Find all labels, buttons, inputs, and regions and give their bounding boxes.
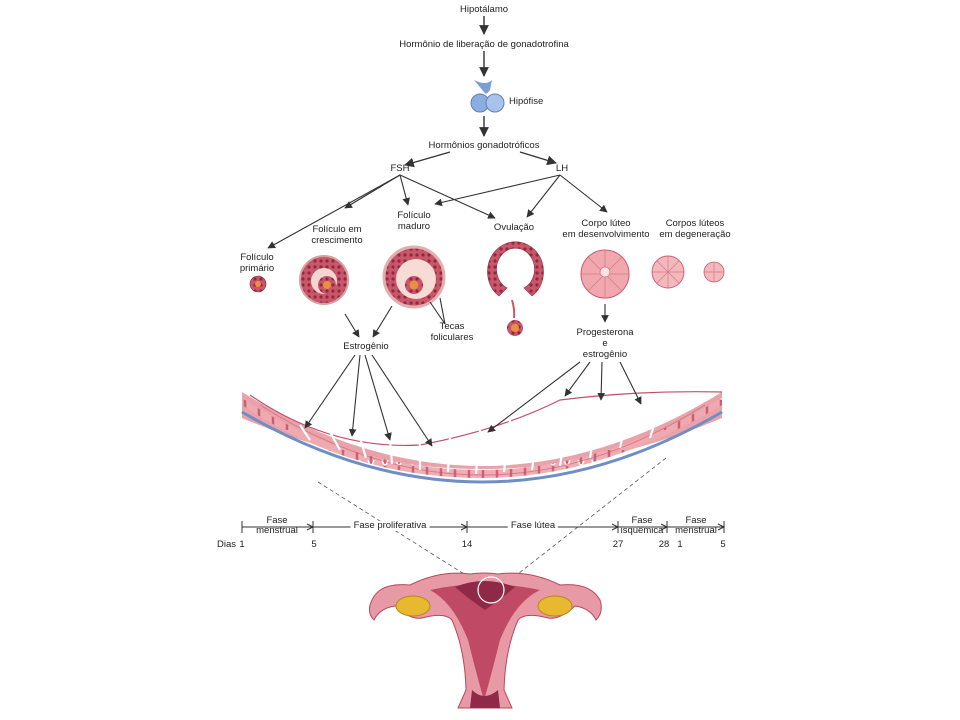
- primary-follicle-line-1: Folículo: [240, 252, 274, 263]
- day-tick-5b: 5: [720, 539, 726, 550]
- primary-follicle-label: Folículo primário: [240, 252, 274, 274]
- fsh-label: FSH: [390, 163, 410, 174]
- thecae-line-2: foliculares: [430, 332, 474, 343]
- phase-proliferative: Fase proliferativa: [350, 521, 430, 531]
- phase-ischemic: Fase isquêmica: [621, 516, 664, 536]
- phase-menstrual-2-line-1: Fase: [685, 515, 707, 526]
- corpus-luteum-deg-line-1: Corpos lúteos: [665, 218, 725, 229]
- phase-menstrual-1-line-1: Fase: [266, 515, 288, 526]
- pituitary-label: Hipófise: [509, 96, 544, 107]
- corpus-luteum-deg-label: Corpos lúteos em degeneração: [659, 218, 730, 240]
- day-tick-1b: 1: [677, 539, 683, 550]
- corpus-luteum-dev-line-2: em desenvolvimento: [562, 229, 650, 240]
- progesterone-line-2: e: [602, 338, 608, 349]
- growing-follicle-line-1: Folículo em: [312, 224, 362, 235]
- projection-lines: [317, 457, 667, 585]
- follicle-series: [249, 241, 725, 336]
- corpus-luteum-deg-line-2: em degeneração: [659, 229, 731, 240]
- growing-follicle: [299, 255, 349, 305]
- phase-menstrual-1: Fase menstrual: [256, 516, 298, 536]
- ovulation-label: Ovulação: [493, 222, 535, 233]
- progesterone-label: Progesterona e estrogênio: [576, 327, 633, 360]
- phase-ischemic-line-2: isquêmica: [620, 525, 664, 536]
- day-tick-1: 1: [239, 539, 245, 550]
- hypothalamus-label: Hipotálamo: [459, 4, 509, 15]
- corpus-luteum-dev-line-1: Corpo lúteo: [581, 218, 631, 229]
- day-tick-27: 27: [612, 539, 624, 550]
- corpus-luteum-dev-label: Corpo lúteo em desenvolvimento: [562, 218, 649, 240]
- growing-follicle-line-2: crescimento: [311, 235, 363, 246]
- gnrh-label: Hormônio de liberação de gonadotrofina: [399, 39, 569, 50]
- phase-ischemic-line-1: Fase: [631, 515, 653, 526]
- primary-follicle-line-2: primário: [239, 263, 275, 274]
- growing-follicle-label: Folículo em crescimento: [311, 224, 362, 246]
- phase-menstrual-1-line-2: menstrual: [256, 525, 298, 536]
- thecae-line-1: Tecas: [439, 321, 465, 332]
- progesterone-line-3: estrogênio: [582, 349, 628, 360]
- fsh-lh-branches: [267, 174, 608, 249]
- hormone-axis-arrows: [404, 16, 557, 168]
- phase-luteal: Fase lútea: [507, 521, 559, 531]
- day-tick-5: 5: [311, 539, 317, 550]
- primary-follicle: [249, 275, 267, 293]
- days-label: Dias: [217, 539, 237, 550]
- mature-follicle-line-2: maduro: [397, 221, 431, 232]
- estrogen-label: Estrogênio: [343, 341, 389, 352]
- endometrium-arrows: [304, 354, 642, 447]
- phase-menstrual-2: Fase menstrual: [675, 516, 717, 536]
- uterus: [368, 572, 602, 709]
- lh-label: LH: [555, 163, 569, 174]
- thecae-label: Tecas foliculares: [431, 321, 474, 343]
- phase-menstrual-2-line-2: menstrual: [675, 525, 717, 536]
- mature-follicle: [382, 245, 446, 309]
- mature-follicle-line-1: Folículo: [397, 210, 431, 221]
- gonadotropins-label: Hormônios gonadotróficos: [428, 140, 540, 151]
- ovulating-follicle: [487, 241, 544, 336]
- corpus-luteum-degenerating: [651, 255, 725, 289]
- cycle-timeline: [241, 521, 726, 533]
- progesterone-line-1: Progesterona: [576, 327, 634, 338]
- pituitary-gland: [470, 80, 505, 113]
- mature-follicle-label: Folículo maduro: [397, 210, 430, 232]
- corpus-luteum-developing: [580, 249, 630, 299]
- secondary-arrows: [344, 297, 609, 338]
- endometrium: [241, 391, 723, 484]
- day-tick-28: 28: [658, 539, 670, 550]
- day-tick-14: 14: [461, 539, 473, 550]
